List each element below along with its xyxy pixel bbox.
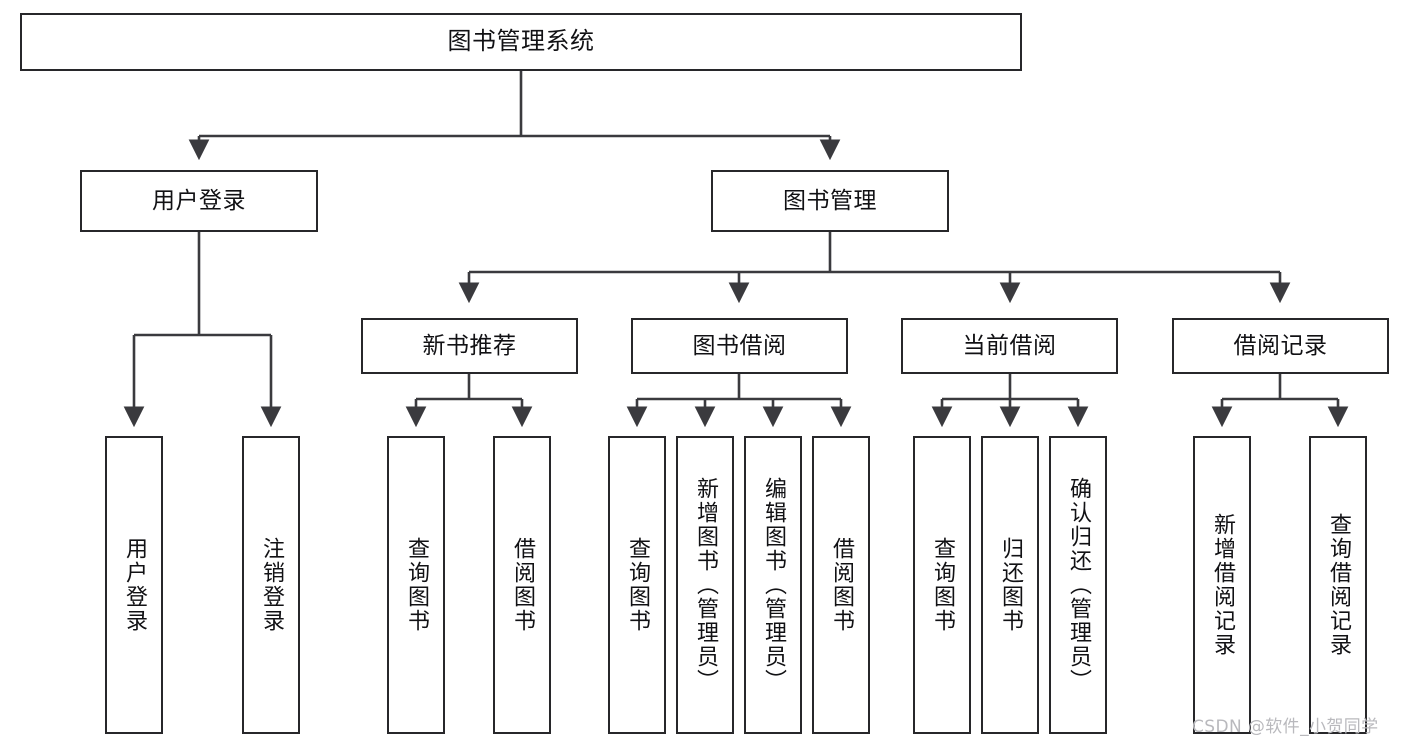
node-borrow-record-label: 借阅记录	[1233, 332, 1328, 359]
node-leaf-user-login-label: 用户登录	[121, 537, 147, 633]
node-leaf-query-book-3-label: 查询图书	[929, 537, 955, 633]
node-leaf-borrow-book-2[interactable]: 借阅图书	[812, 436, 870, 734]
node-book-borrow-label: 图书借阅	[692, 332, 787, 359]
node-leaf-confirm-return[interactable]: 确认归还（管理员）	[1049, 436, 1107, 734]
node-leaf-query-book-2-label: 查询图书	[624, 537, 650, 633]
node-leaf-query-book-2[interactable]: 查询图书	[608, 436, 666, 734]
node-current-borrow-label: 当前借阅	[962, 332, 1057, 359]
node-leaf-query-book-1-label: 查询图书	[403, 537, 429, 633]
node-user-login-label: 用户登录	[152, 187, 246, 214]
node-leaf-logout-login-label: 注销登录	[258, 537, 284, 633]
node-user-login[interactable]: 用户登录	[80, 170, 318, 232]
node-borrow-record[interactable]: 借阅记录	[1172, 318, 1389, 374]
node-leaf-logout-login[interactable]: 注销登录	[242, 436, 300, 734]
node-leaf-user-login[interactable]: 用户登录	[105, 436, 163, 734]
node-leaf-add-book-label: 新增图书（管理员）	[692, 477, 718, 693]
node-root[interactable]: 图书管理系统	[20, 13, 1022, 71]
node-leaf-edit-book[interactable]: 编辑图书（管理员）	[744, 436, 802, 734]
node-leaf-return-book[interactable]: 归还图书	[981, 436, 1039, 734]
node-book-borrow[interactable]: 图书借阅	[631, 318, 848, 374]
node-leaf-query-book-3[interactable]: 查询图书	[913, 436, 971, 734]
node-leaf-query-record[interactable]: 查询借阅记录	[1309, 436, 1367, 734]
node-leaf-query-record-label: 查询借阅记录	[1325, 513, 1351, 657]
node-leaf-borrow-book-1-label: 借阅图书	[509, 537, 535, 633]
node-leaf-return-book-label: 归还图书	[997, 537, 1023, 633]
node-root-label: 图书管理系统	[447, 27, 595, 56]
node-book-manage[interactable]: 图书管理	[711, 170, 949, 232]
node-current-borrow[interactable]: 当前借阅	[901, 318, 1118, 374]
node-new-book-recommend-label: 新书推荐	[422, 332, 517, 359]
node-new-book-recommend[interactable]: 新书推荐	[361, 318, 578, 374]
node-leaf-add-record-label: 新增借阅记录	[1209, 513, 1235, 657]
node-leaf-add-record[interactable]: 新增借阅记录	[1193, 436, 1251, 734]
node-leaf-edit-book-label: 编辑图书（管理员）	[760, 477, 786, 693]
node-leaf-query-book-1[interactable]: 查询图书	[387, 436, 445, 734]
watermark-text: CSDN @软件_小贺同学	[1192, 717, 1379, 737]
node-leaf-borrow-book-2-label: 借阅图书	[828, 537, 854, 633]
node-leaf-add-book[interactable]: 新增图书（管理员）	[676, 436, 734, 734]
node-leaf-confirm-return-label: 确认归还（管理员）	[1065, 477, 1091, 693]
node-book-manage-label: 图书管理	[783, 187, 877, 214]
node-leaf-borrow-book-1[interactable]: 借阅图书	[493, 436, 551, 734]
